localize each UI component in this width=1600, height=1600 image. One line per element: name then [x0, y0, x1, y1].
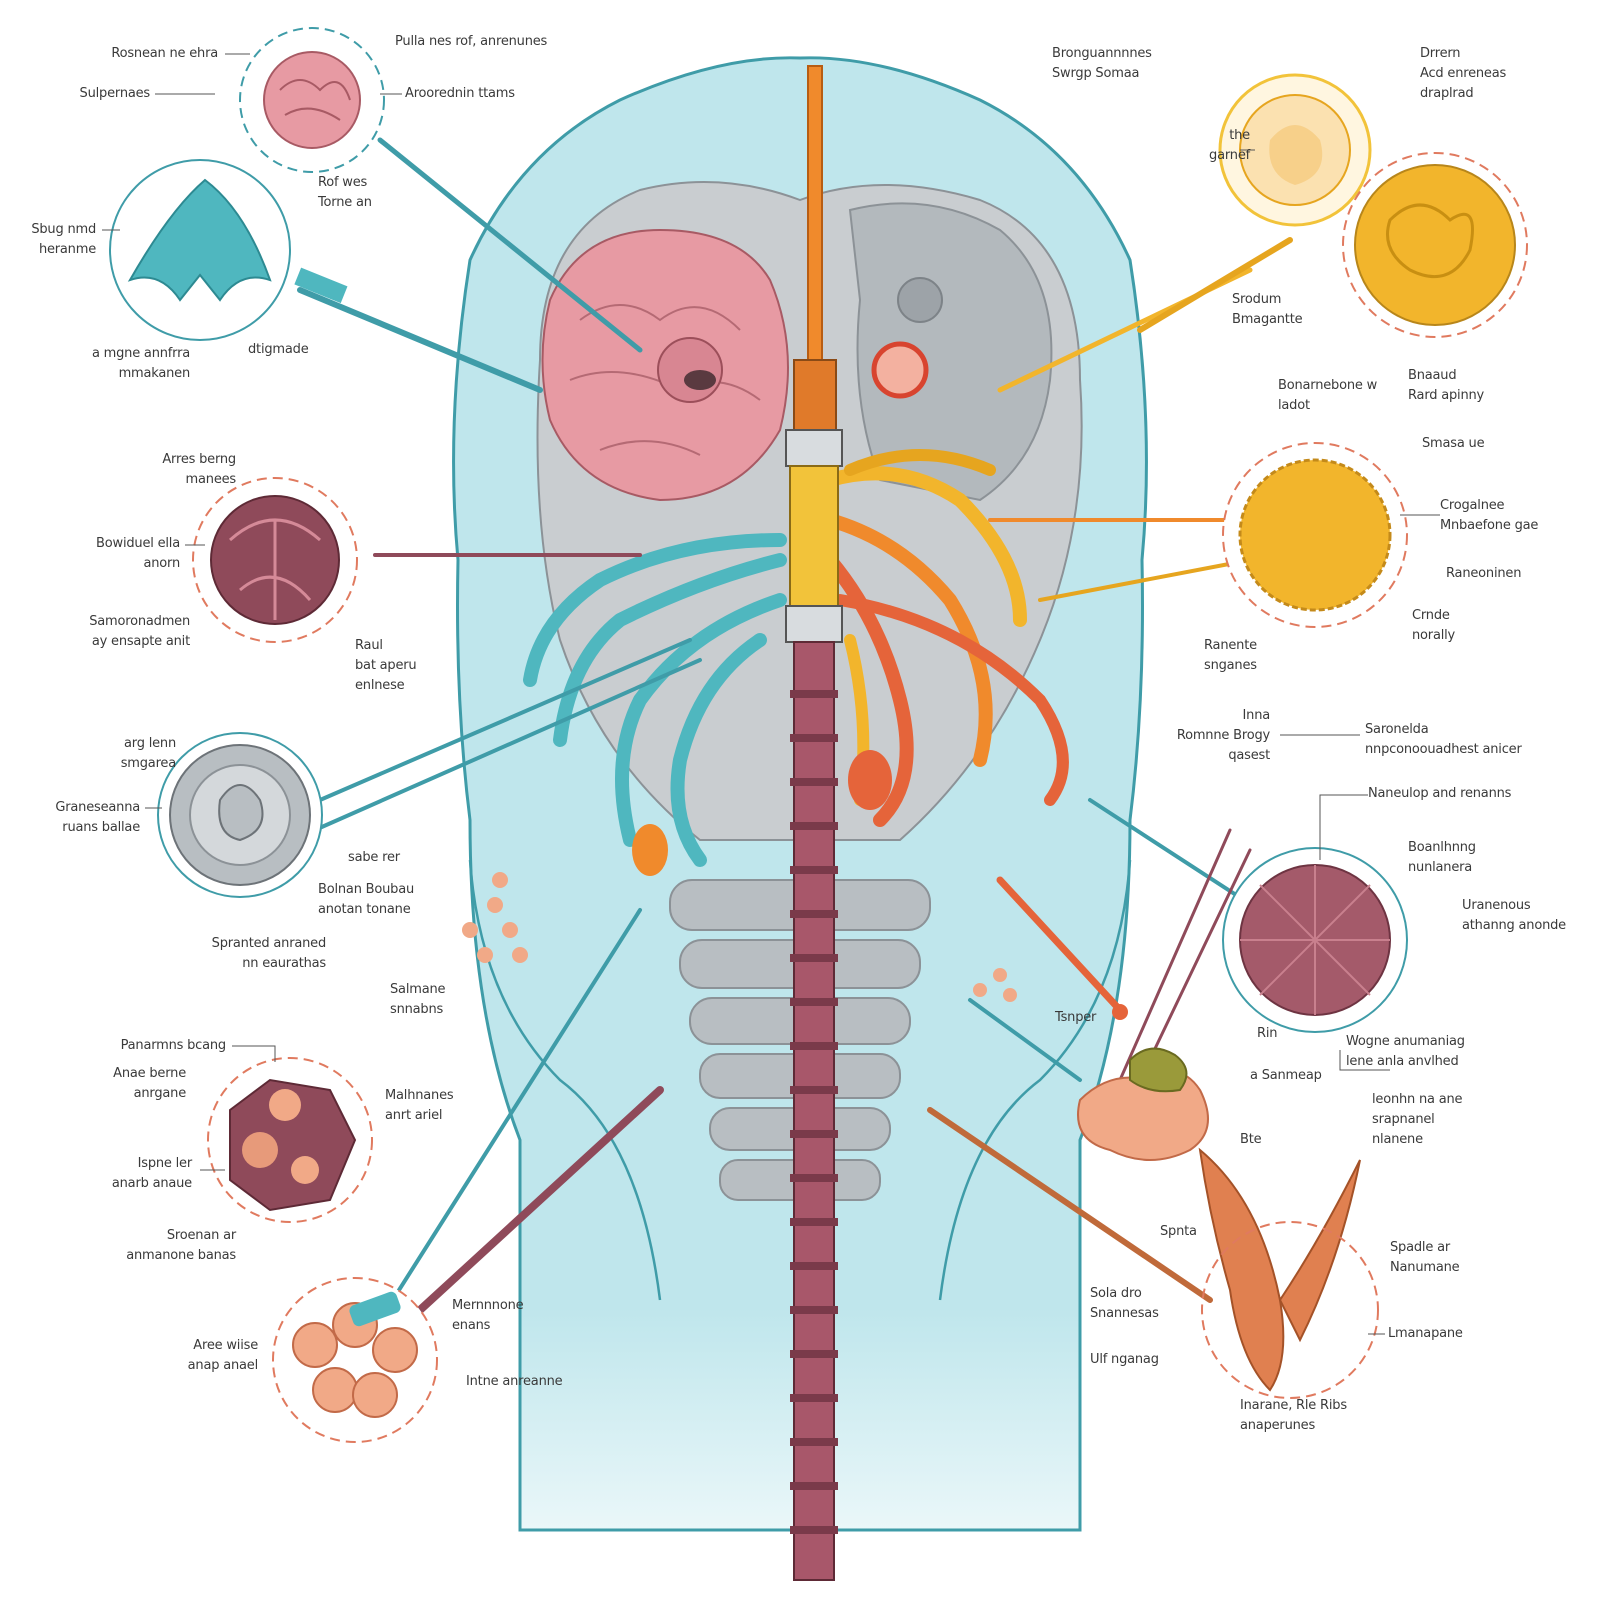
callout-label: Panarmns bcang: [120, 1038, 227, 1053]
rod-ring: [790, 998, 838, 1006]
rod-ring: [790, 1218, 838, 1226]
callout-label: Spranted anraned nn eaurathas: [211, 936, 327, 971]
rod-ring: [790, 954, 838, 962]
callout-label: Raneoninen: [1446, 566, 1522, 581]
callout-label: Spadle ar Nanumane: [1390, 1240, 1460, 1275]
detail-tissue: [207, 1057, 373, 1223]
central-rod: [785, 65, 843, 1581]
callout-label: Inarane, Rle Ribs anaperunes: [1240, 1398, 1347, 1433]
callout-label: a mgne annfrra mmakanen: [91, 346, 190, 381]
rod-ring: [790, 734, 838, 742]
callout-label: Crogalnee Mnbaefone gae: [1440, 498, 1539, 533]
callout-label: Saronelda nnpconoouadhest anicer: [1365, 722, 1522, 757]
callout-label: Sbug nmd heranme: [31, 222, 96, 257]
callout-label: Malhnanes anrt ariel: [385, 1088, 454, 1123]
pointer-lines: [294, 137, 1293, 1322]
callout-label: Drrern Acd enreneas draplrad: [1420, 46, 1507, 101]
callout-label: sabe rer: [348, 850, 400, 865]
callout-label: Aree wiise anap anael: [187, 1338, 259, 1373]
rod-ring: [790, 910, 838, 918]
callout-label: Rin: [1257, 1026, 1278, 1041]
detail-kidney: [157, 732, 323, 898]
detail-cell-cluster: [272, 1277, 438, 1443]
callout-label: Pulla nes rof, anrenunes: [395, 34, 548, 49]
rod-ring: [790, 1262, 838, 1270]
shoulder-line-left: [468, 859, 662, 1301]
detail-lung: [109, 159, 291, 341]
rod-ring: [790, 1130, 838, 1138]
callout-label: Tsnper: [1055, 1010, 1097, 1025]
callout-label: Smasa ue: [1422, 436, 1485, 451]
callout-label: Bnaaud Rard apinny: [1408, 368, 1485, 403]
callout-label: the garnef: [1209, 128, 1250, 163]
callout-label: dtigmade: [248, 342, 309, 357]
detail-brain: [239, 27, 385, 173]
callout-label: Uranenous athanng anonde: [1462, 898, 1566, 933]
rod-ring: [790, 1086, 838, 1094]
rod-rings: [790, 690, 838, 1534]
callout-label: Arres berng manees: [162, 452, 236, 487]
detail-yellow-tissue: [1342, 152, 1528, 338]
callout-label: Spnta: [1160, 1224, 1197, 1239]
callout-label: Wogne anumaniag lene anla anvlhed: [1346, 1034, 1465, 1069]
leader-lines: [102, 53, 1440, 1335]
red-nodule-right: [848, 750, 892, 810]
callout-label: Ranente snganes: [1204, 638, 1257, 673]
rod-ring: [790, 866, 838, 874]
rod-ring: [790, 1438, 838, 1446]
shoulder-line-right: [938, 859, 1132, 1301]
callout-label: Sroenan ar anmanone banas: [126, 1228, 236, 1263]
callout-label: Intne anreanne: [466, 1374, 563, 1389]
rod-ring: [790, 1526, 838, 1534]
callout-label: Sola dro Snannesas: [1090, 1286, 1159, 1321]
callout-label: leonhn na ane srapnanel nlanene: [1372, 1092, 1463, 1147]
rod-ring: [790, 1174, 838, 1182]
callout-label: Crnde norally: [1412, 608, 1456, 643]
callout-label: Ispne ler anarb anaue: [111, 1156, 192, 1191]
callout-label: Samoronadmen ay ensapte anit: [89, 614, 190, 649]
callout-label: Rosnean ne ehra: [111, 46, 218, 61]
detail-egg-cell: [1218, 73, 1372, 227]
callout-label: Boanlhnng nunlanera: [1408, 840, 1476, 875]
rod-ring: [790, 690, 838, 698]
callout-label: Bronguannnnes Swrgp Somaa: [1052, 46, 1152, 81]
detail-stomach: [192, 477, 358, 643]
floating-cells: [462, 872, 1017, 1002]
rod-ring: [790, 822, 838, 830]
callout-label: Anae berne anrgane: [113, 1066, 186, 1101]
rod-ring: [790, 1482, 838, 1490]
callout-label: Rof wes Torne an: [318, 175, 372, 210]
callout-label: arg lenn smgarea: [120, 736, 176, 771]
detail-liver: [1222, 442, 1408, 628]
rod-ring: [790, 778, 838, 786]
callout-label: Lmanapane: [1388, 1326, 1463, 1341]
callout-label: Ulf nganag: [1090, 1352, 1159, 1367]
callout-label: a Sanmeap: [1250, 1068, 1322, 1083]
callout-label: Salmane snnabns: [390, 982, 446, 1017]
orange-fibers: [823, 449, 1069, 827]
rod-ring: [790, 1350, 838, 1358]
detail-pancreas: [1077, 1047, 1379, 1399]
rod-ring: [790, 1042, 838, 1050]
red-node: [871, 341, 929, 399]
rod-ring: [790, 1306, 838, 1314]
rod-ring: [790, 1394, 838, 1402]
detail-muscle: [1222, 847, 1408, 1033]
callout-label: Bte: [1240, 1132, 1262, 1147]
callout-label: Bolnan Boubau anotan tonane: [318, 882, 415, 917]
callout-label: Inna Romnne Brogy qasest: [1176, 708, 1270, 763]
callout-label: Bonarnebone w ladot: [1278, 378, 1378, 413]
brain: [541, 228, 789, 502]
callout-label: Srodum Bmagantte: [1232, 292, 1303, 327]
callout-label: Bowiduel ella anorn: [96, 536, 180, 571]
orange-nodule-left: [632, 824, 668, 876]
callout-label: Graneseanna ruans ballae: [55, 800, 140, 835]
callout-label: Sulpernaes: [79, 86, 151, 101]
callout-label: Raul bat aperu enlnese: [355, 638, 417, 693]
callout-label: Mernnnone enans: [452, 1298, 524, 1333]
callout-label: Aroorednin ttams: [405, 86, 515, 101]
callout-label: Naneulop and renanns: [1368, 786, 1512, 801]
